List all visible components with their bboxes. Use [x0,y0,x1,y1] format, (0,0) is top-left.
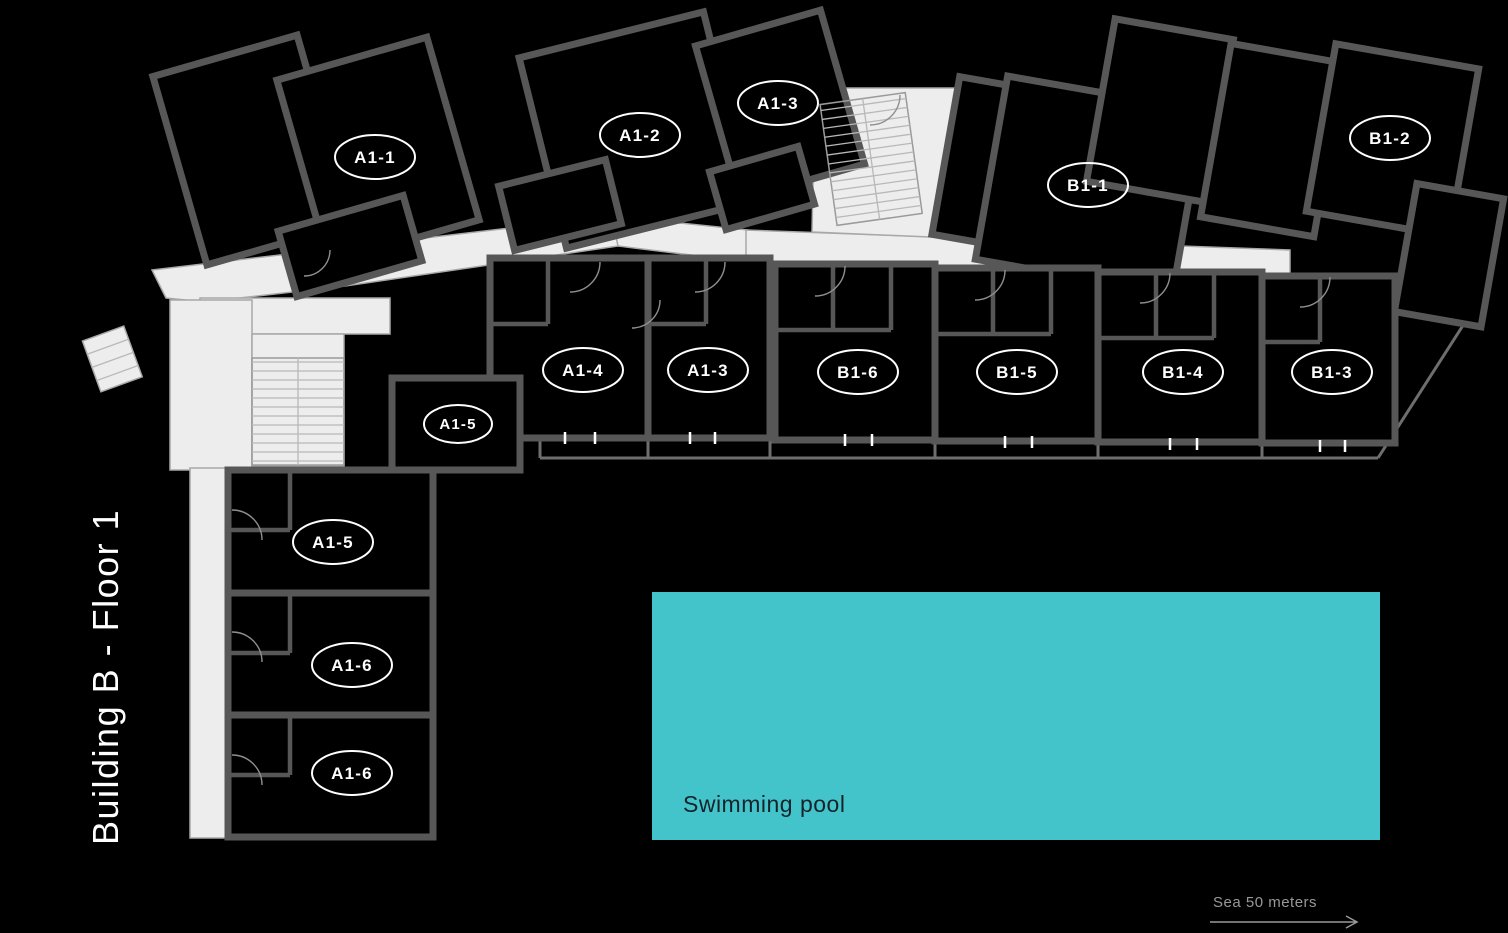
sea-direction: Sea 50 meters [1210,894,1359,929]
unit-label-a1-6-lower[interactable]: A1-6 [311,750,393,796]
entrance-steps-treads [87,338,139,382]
swimming-pool: Swimming pool [652,592,1380,840]
unit-ellipse-b1-2 [1349,115,1431,161]
unit-label-b1-2[interactable]: B1-2 [1349,115,1431,161]
unit-text-b1-5: B1-5 [996,363,1038,382]
unit-label-a1-3-top[interactable]: A1-3 [737,80,819,126]
unit-label-b1-6[interactable]: B1-6 [817,349,899,395]
window-ticks [563,432,1347,452]
entrance-steps-pad [81,325,144,393]
unit-text-a1-3-top: A1-3 [757,94,799,113]
unit-label-a1-5[interactable]: A1-5 [292,519,374,565]
unit-label-a1-1[interactable]: A1-1 [334,134,416,180]
stairs-west [251,357,345,466]
sea-arrow-icon [1210,915,1359,929]
room-a1-3-top-bath [705,142,819,234]
unit-text-a1-3-mid: A1-3 [687,361,729,380]
unit-ellipse-a1-3-mid [667,347,749,393]
unit-ellipse-a1-6-upper [311,642,393,688]
unit-text-a1-5: A1-5 [312,533,354,552]
door-arcs [231,94,1331,786]
unit-ellipse-a1-4 [542,347,624,393]
entrance-steps [81,325,144,393]
unit-label-a1-6-upper[interactable]: A1-6 [311,642,393,688]
unit-ellipse-a1-3-top [737,80,819,126]
unit-text-a1-4: A1-4 [562,361,604,380]
unit-label-b1-5[interactable]: B1-5 [976,349,1058,395]
room-a1-5 [224,466,437,597]
unit-ellipse-a1-6-lower [311,750,393,796]
unit-ellipse-b1-5 [976,349,1058,395]
room-b1-5 [931,264,1102,445]
unit-text-a1-1: A1-1 [354,148,396,167]
unit-text-a1-6-lower: A1-6 [331,764,373,783]
stairs-core [819,91,924,227]
unit-ellipse-a1-1 [334,134,416,180]
unit-label-b1-3[interactable]: B1-3 [1291,349,1373,395]
room-b1-3 [1258,272,1399,447]
swimming-pool-area [652,592,1380,840]
stairs-west-treads [252,358,344,465]
unit-label-a1-5-hall[interactable]: A1-5 [423,404,493,444]
unit-text-b1-4: B1-4 [1162,363,1204,382]
unit-ellipse-b1-4 [1142,349,1224,395]
room-unlabeled-east [1390,179,1508,331]
unit-text-b1-1: B1-1 [1067,176,1109,195]
stairs-core-treads [820,97,922,220]
room-a1-2-bath [494,155,626,255]
room-b1-4 [1094,268,1266,446]
unit-label-b1-4[interactable]: B1-4 [1142,349,1224,395]
unit-ellipse-a1-5 [292,519,374,565]
unit-label-a1-2[interactable]: A1-2 [599,112,681,158]
swimming-pool-label: Swimming pool [683,791,845,817]
unit-text-a1-6-upper: A1-6 [331,656,373,675]
unit-text-b1-6: B1-6 [837,363,879,382]
unit-label-b1-1[interactable]: B1-1 [1047,162,1129,208]
plan-title: Building B - Floor 1 [85,509,126,845]
unit-ellipse-a1-2 [599,112,681,158]
unit-ellipse-b1-6 [817,349,899,395]
unit-label-a1-3-mid[interactable]: A1-3 [667,347,749,393]
unit-text-a1-2: A1-2 [619,126,661,145]
unit-ellipse-a1-5-hall [423,404,493,444]
unit-text-a1-5-hall: A1-5 [439,416,476,433]
room-a1-5-hall [388,374,524,474]
interior-walls [228,258,1323,778]
unit-ellipse-b1-3 [1291,349,1373,395]
unit-text-b1-2: B1-2 [1369,129,1411,148]
room-a1-1-bath [273,191,427,301]
unit-ellipse-b1-1 [1047,162,1129,208]
unit-label-a1-4[interactable]: A1-4 [542,347,624,393]
corridor-west-vertical [169,299,253,471]
sea-label: Sea 50 meters [1213,894,1317,911]
unit-text-b1-3: B1-3 [1311,363,1353,382]
room-b1-6 [771,260,939,444]
